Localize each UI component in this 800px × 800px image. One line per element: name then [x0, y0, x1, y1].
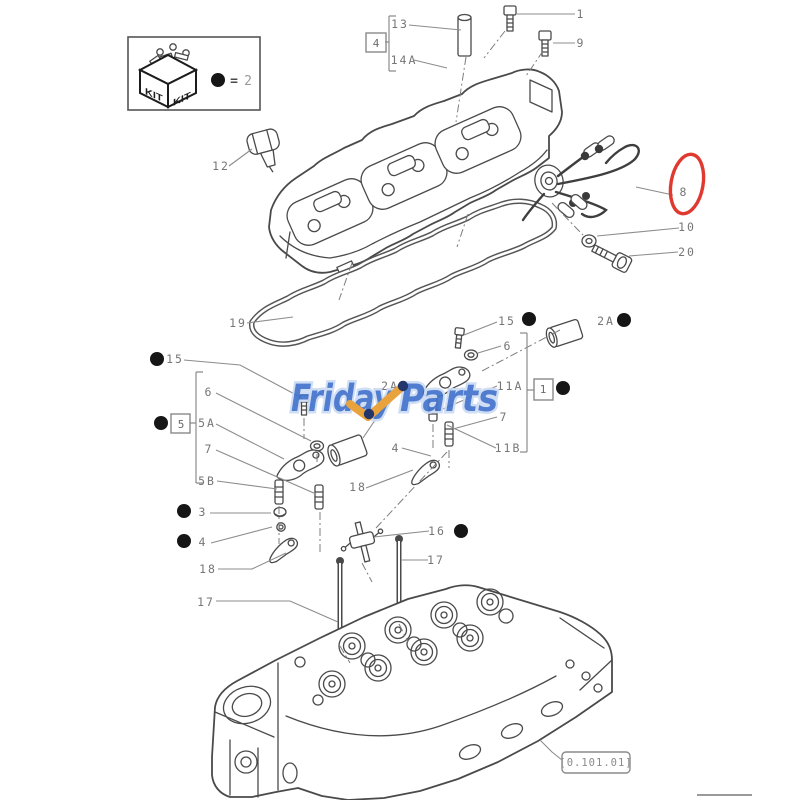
kit-box-icon: KIT KIT	[137, 43, 199, 109]
projection-lines	[278, 30, 584, 664]
bolt-20-drawing	[591, 244, 633, 273]
rocker-foot-18-left-drawing	[269, 537, 299, 564]
equals-sign: =	[230, 74, 238, 89]
kit-quantity: 2	[244, 74, 252, 89]
callout-20: 20	[678, 245, 696, 259]
ring-4-drawing	[276, 522, 286, 532]
valve-cover-drawing	[268, 68, 563, 277]
callout-10: 10	[678, 220, 696, 234]
cap-3-drawing	[273, 506, 287, 518]
callout-9: 9	[577, 36, 586, 50]
callout-7-left: 7	[205, 442, 214, 456]
callout-4-mid: 4	[392, 441, 401, 455]
callout-18-mid: 18	[349, 480, 367, 494]
kit-dot-symbol	[211, 73, 225, 87]
rocker-foot-18-mid-drawing	[411, 459, 441, 486]
callout-14a: 14A	[391, 53, 418, 67]
callout-5a: 5A	[198, 416, 216, 430]
callout-8: 8	[680, 185, 689, 199]
rocker-11-right-drawing	[422, 366, 471, 399]
callout-12: 12	[212, 159, 230, 173]
section-ref-text: [0.101.01]	[559, 757, 632, 769]
kit-dots	[150, 312, 631, 548]
clip-12-drawing	[246, 128, 280, 173]
group-brackets	[170, 15, 554, 484]
callout-18-left: 18	[199, 562, 217, 576]
assembly-box-5	[170, 413, 191, 434]
callout-4-left: 4	[199, 535, 208, 549]
valve-bridge-16-drawing	[340, 521, 384, 563]
callout-box-4: 4	[373, 37, 380, 50]
part-number-labels: 1 9 13 14A 4 12 8 10 20 19 15 6 5A 7 5B …	[166, 7, 696, 609]
watermark: Friday Parts	[289, 375, 501, 423]
bolt-15-right-drawing	[454, 327, 465, 349]
callout-15-left: 15	[166, 352, 184, 366]
cylinder-head-drawing	[211, 584, 613, 800]
kit-legend: KIT KIT = 2	[127, 36, 261, 111]
gasket-19-drawing	[248, 198, 558, 347]
nut-6-left-drawing	[309, 440, 325, 452]
callout-1: 1	[577, 7, 586, 21]
stud-7-left-drawing	[314, 484, 324, 510]
rocker-11-left-drawing	[276, 449, 325, 482]
callout-5b: 5B	[198, 474, 216, 488]
stud-right-a-drawing	[428, 396, 438, 422]
bushing-2a-mid-drawing	[327, 434, 368, 467]
callout-13: 13	[391, 17, 409, 31]
wiring-harness-8-drawing	[521, 135, 640, 222]
callout-15-right: 15	[498, 314, 516, 328]
callout-box-1: 1	[540, 383, 547, 396]
assembly-box-1	[533, 378, 554, 401]
callout-11a: 11A	[497, 379, 524, 393]
callout-17-left: 17	[197, 595, 215, 609]
washer-10-drawing	[581, 234, 597, 248]
callout-6-left: 6	[205, 385, 214, 399]
callout-box-5: 5	[178, 418, 185, 431]
leader-lines	[183, 13, 680, 761]
callout-2a-right: 2A	[597, 314, 615, 328]
callout-11b: 11B	[495, 441, 522, 455]
callout-3: 3	[199, 505, 208, 519]
stud-5b-drawing	[274, 479, 284, 505]
highlight-circle-part-8	[668, 152, 706, 216]
bolt-9-drawing	[538, 30, 552, 57]
watermark-word2: Parts	[400, 377, 498, 420]
section-ref-tag: [0.101.01]	[559, 751, 632, 774]
callout-19: 19	[229, 316, 247, 330]
bushing-2a-right-drawing	[545, 318, 584, 348]
watermark-word1: Friday	[291, 377, 395, 420]
bolt-15-left-drawing	[298, 394, 310, 416]
callout-7-right: 7	[500, 410, 509, 424]
callout-2a-mid: 2A	[381, 379, 399, 393]
callout-17-right: 17	[427, 553, 445, 567]
bolt-1-drawing	[503, 5, 517, 32]
callout-6-right: 6	[504, 339, 513, 353]
assembly-box-4	[365, 32, 387, 53]
pin-13-drawing	[457, 13, 472, 57]
callout-16: 16	[428, 524, 446, 538]
nut-6-right-drawing	[463, 349, 479, 361]
stud-right-b-drawing	[444, 421, 454, 447]
